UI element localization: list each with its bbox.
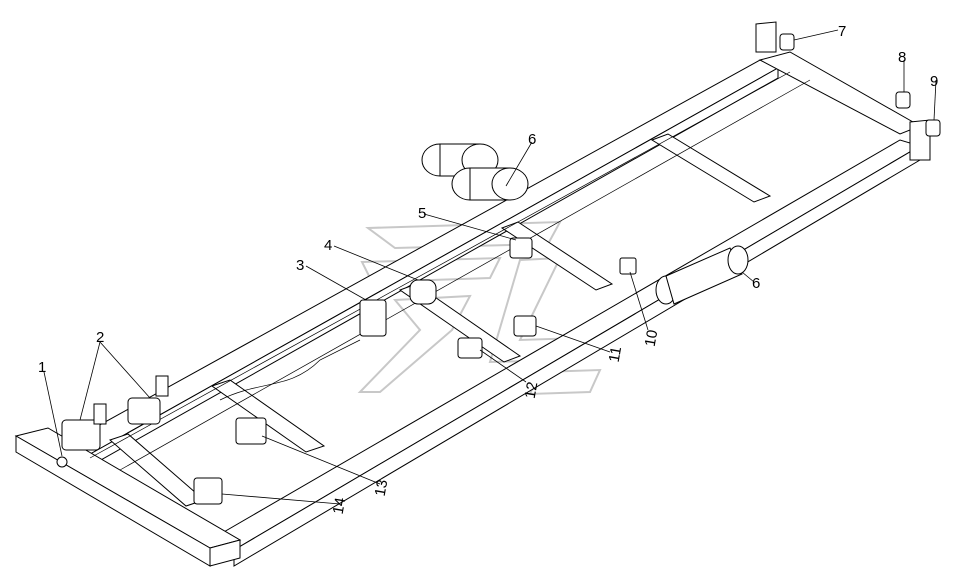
component-3: [359, 299, 387, 337]
callout-3: 3: [296, 257, 304, 274]
component-12: [457, 337, 483, 359]
callout-7: 7: [838, 23, 846, 40]
component-14: [193, 477, 223, 505]
callout-5: 5: [418, 205, 426, 222]
leader-lines: [43, 29, 937, 505]
component-5: [509, 237, 533, 259]
rear-cross-member: [755, 21, 931, 161]
component-9: [925, 119, 941, 137]
callout-8: 8: [898, 49, 906, 66]
callout-6-top: 6: [528, 131, 536, 148]
callout-10: 10: [642, 329, 662, 348]
callout-4: 4: [324, 237, 332, 254]
component-6-receivers-top: [421, 143, 529, 201]
component-1: [56, 456, 68, 468]
component-11: [513, 315, 537, 337]
rail-detail-lines: [89, 71, 811, 471]
frame-left-rail: [57, 59, 780, 475]
callout-2: 2: [96, 329, 104, 346]
callout-1: 1: [38, 359, 46, 376]
callout-14: 14: [330, 496, 350, 515]
callout-11: 11: [606, 345, 625, 363]
component-8: [895, 91, 911, 109]
front-cross-member: [14, 427, 242, 567]
component-7: [779, 33, 795, 51]
crossbars: [109, 133, 772, 507]
component-6-receiver-right: [655, 245, 749, 305]
component-10: [619, 257, 637, 275]
component-13: [235, 417, 267, 445]
callout-13: 13: [372, 478, 392, 497]
component-2: [61, 375, 169, 451]
component-4: [409, 279, 437, 305]
callout-12: 12: [522, 381, 542, 400]
callout-9: 9: [930, 73, 938, 90]
callout-6-right: 6: [752, 275, 760, 292]
